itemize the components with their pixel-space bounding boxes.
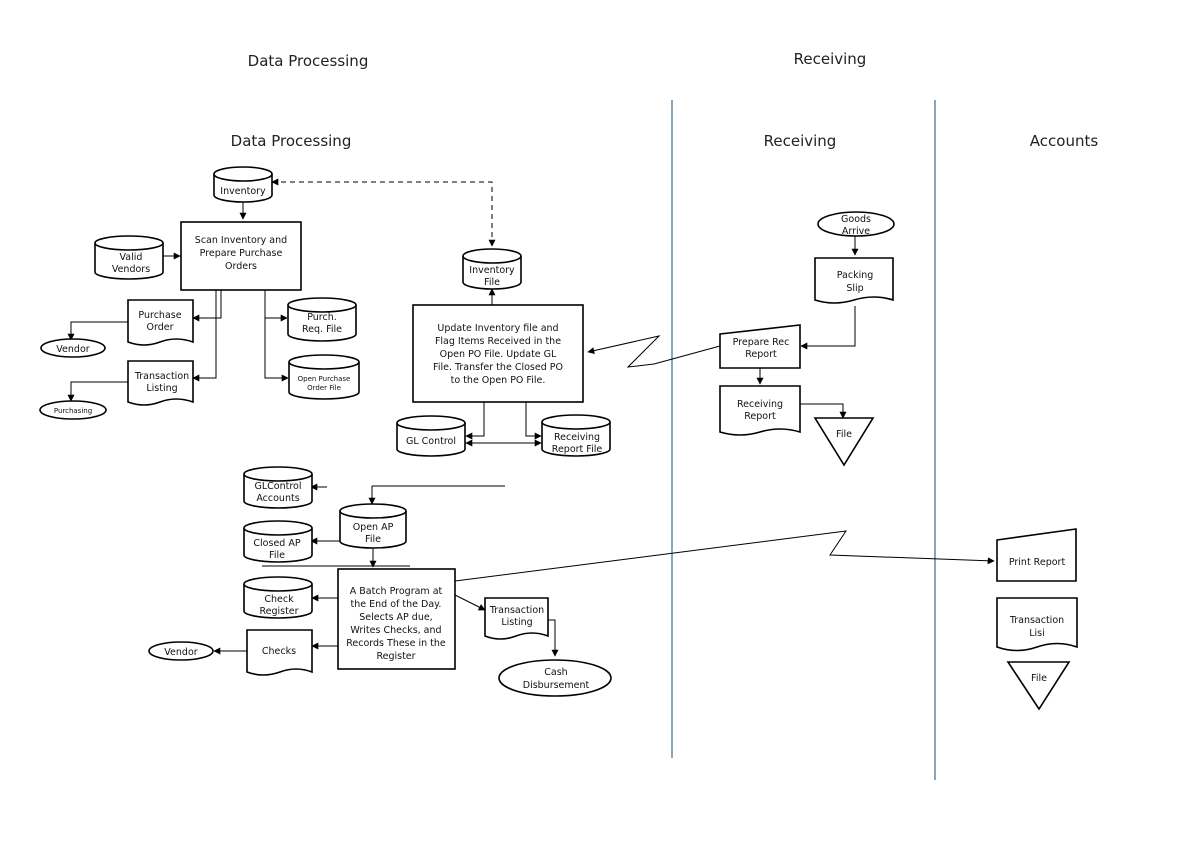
closed-ap-file-disk: Closed AP File [243,520,313,563]
svg-text:Register: Register [376,651,415,662]
top-header-receiving: Receiving [794,50,867,68]
svg-text:File. Transfer the Closed PO: File. Transfer the Closed PO [433,362,563,373]
svg-text:Open Purchase: Open Purchase [298,375,351,383]
svg-text:Check: Check [264,594,294,605]
batch-program-process: A Batch Program at the End of the Day. S… [337,568,456,670]
checks-document: Checks [246,629,313,676]
svg-text:Records These in the: Records These in the [346,638,446,649]
svg-text:Req. File: Req. File [302,324,342,335]
svg-text:Transaction: Transaction [134,371,189,382]
purchasing-terminal: Purchasing [39,400,107,420]
svg-text:File: File [836,429,852,440]
svg-text:GL Control: GL Control [406,436,456,447]
svg-text:Order: Order [147,322,174,333]
svg-text:A Batch Program at: A Batch Program at [350,586,443,597]
svg-text:Orders: Orders [225,261,257,272]
inventory-file-disk: Inventory File [462,248,522,290]
svg-text:Order File: Order File [307,384,341,392]
svg-text:Selects AP due,: Selects AP due, [359,612,432,623]
open-po-file-disk: Open Purchase Order File [288,354,360,400]
svg-text:Disbursement: Disbursement [523,680,590,691]
file-triangle-1: File [813,417,875,467]
vendor-terminal-2: Vendor [148,641,214,661]
top-header-data-processing: Data Processing [248,52,369,70]
svg-text:Listing: Listing [146,383,177,394]
svg-text:File: File [1031,673,1047,684]
open-ap-file-disk: Open AP File [339,503,407,549]
svg-text:Receiving: Receiving [554,432,600,443]
svg-text:Update Inventory file and: Update Inventory file and [437,323,558,334]
svg-text:Valid: Valid [120,252,143,263]
svg-text:Prepare Purchase: Prepare Purchase [200,248,283,259]
vendor-terminal-1: Vendor [40,338,106,358]
svg-text:Register: Register [259,606,298,617]
transaction-list-document: Transaction Lisi [996,597,1078,652]
svg-text:Print Report: Print Report [1009,557,1066,568]
file-triangle-2: File [1006,661,1071,711]
svg-text:Listing: Listing [501,617,532,628]
purchase-order-document: Purchase Order [127,299,194,346]
svg-text:Receiving: Receiving [737,399,783,410]
svg-text:Report: Report [744,411,776,422]
purch-req-file-disk: Purch. Req. File [287,297,357,342]
svg-text:Prepare Rec: Prepare Rec [733,337,790,348]
svg-text:Accounts: Accounts [256,493,299,504]
scan-inventory-process: Scan Inventory and Prepare Purchase Orde… [180,221,302,291]
svg-text:Scan Inventory and: Scan Inventory and [195,235,287,246]
svg-text:Open PO File. Update GL: Open PO File. Update GL [440,349,557,360]
svg-text:to the Open PO File.: to the Open PO File. [451,375,546,386]
svg-text:Inventory: Inventory [220,186,266,197]
svg-text:Open AP: Open AP [353,522,394,533]
svg-text:Vendor: Vendor [164,647,197,658]
svg-text:Arrive: Arrive [842,226,870,237]
svg-text:Flag Items Received in the: Flag Items Received in the [435,336,561,347]
check-register-disk: Check Register [243,576,313,619]
svg-text:Vendors: Vendors [112,264,150,275]
svg-text:File: File [484,277,500,288]
lane-header-data-processing: Data Processing [231,132,352,150]
svg-text:Purch.: Purch. [307,312,337,323]
svg-text:Purchase: Purchase [138,310,181,321]
receiving-report-document: Receiving Report [719,385,801,436]
update-inventory-process: Update Inventory file and Flag Items Rec… [412,304,584,403]
gl-control-disk: GL Control [396,415,466,457]
svg-text:Report: Report [745,349,777,360]
goods-arrive-terminal: Goods Arrive [817,211,895,237]
svg-text:Goods: Goods [841,214,871,225]
svg-text:File: File [269,550,285,561]
svg-text:the End of the Day.: the End of the Day. [351,599,442,610]
svg-text:Purchasing: Purchasing [54,407,92,415]
lane-header-receiving: Receiving [764,132,837,150]
svg-text:Writes Checks, and: Writes Checks, and [350,625,441,636]
receiving-report-file-disk: Receiving Report File [541,414,611,457]
transaction-listing-document-2: Transaction Listing [484,597,549,640]
packing-slip-document: Packing Slip [814,257,894,304]
gl-control-accounts-disk: GLControl Accounts [243,466,313,509]
svg-text:Transaction: Transaction [1009,615,1064,626]
svg-text:GLControl: GLControl [255,481,302,492]
svg-text:Packing: Packing [837,270,874,281]
prepare-rec-report-input: Prepare Rec Report [719,324,801,369]
svg-text:Transaction: Transaction [489,605,544,616]
svg-text:Closed AP: Closed AP [253,538,300,549]
transaction-listing-document-1: Transaction Listing [127,360,194,406]
connectors [67,178,995,657]
lane-header-accounts: Accounts [1030,132,1099,150]
print-report-input: Print Report [996,528,1077,582]
valid-vendors-disk: Valid Vendors [94,235,164,280]
inventory-disk: Inventory [213,166,273,203]
svg-text:Inventory: Inventory [469,265,515,276]
svg-text:Vendor: Vendor [56,344,89,355]
svg-text:Report File: Report File [552,444,603,455]
cash-disbursement-terminal: Cash Disbursement [498,659,612,697]
svg-text:Lisi: Lisi [1029,628,1045,639]
svg-text:Cash: Cash [544,667,567,678]
svg-text:Slip: Slip [846,283,863,294]
svg-text:File: File [365,534,381,545]
svg-text:Checks: Checks [262,646,296,657]
